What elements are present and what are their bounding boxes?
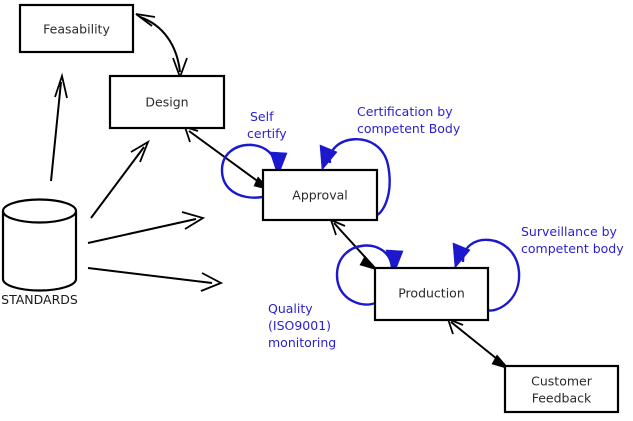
node-production-label: Production xyxy=(398,286,465,301)
node-design-label: Design xyxy=(145,95,188,110)
label-surveillance: Surveillance by competent body xyxy=(521,224,624,256)
edge-standards-approval-head xyxy=(181,211,206,230)
edge-feasability-design-head-start xyxy=(135,13,156,27)
node-customer-feedback[interactable]: Customer Feedback xyxy=(503,364,620,414)
edge-standards-feasability xyxy=(50,72,68,182)
loop-surveillance-arrowhead xyxy=(452,242,471,269)
loop-self-certify xyxy=(220,143,288,199)
loop-self-certify-arrowhead xyxy=(269,151,288,177)
label-quality-monitoring-line2: (ISO9001) xyxy=(268,318,331,333)
edge-design-approval-head-start xyxy=(183,125,199,143)
loop-certification-arc xyxy=(328,138,391,217)
loop-quality-monitoring-arrowhead xyxy=(385,249,404,275)
node-feasability-label: Feasability xyxy=(43,22,110,37)
node-approval[interactable]: Approval xyxy=(261,168,379,222)
node-standards[interactable]: STANDARDS xyxy=(1,198,78,308)
edge-approval-production-head-end xyxy=(359,255,378,271)
edge-standards-approval-line xyxy=(87,218,197,244)
edge-standards-production-head xyxy=(200,272,224,292)
label-quality-monitoring: Quality (ISO9001) monitoring xyxy=(268,301,336,350)
edge-production-customer-feedback xyxy=(446,317,510,370)
label-self-certify-line2: certify xyxy=(247,126,287,141)
label-quality-monitoring-line1: Quality xyxy=(268,301,313,316)
label-certification: Certification by competent Body xyxy=(357,104,461,136)
node-standards-label: STANDARDS xyxy=(1,292,78,307)
label-quality-monitoring-line3: monitoring xyxy=(268,335,336,350)
node-production[interactable]: Production xyxy=(373,266,490,322)
node-production-box[interactable] xyxy=(373,266,490,322)
node-feasability[interactable]: Feasability xyxy=(18,3,135,54)
edge-standards-approval xyxy=(87,211,206,244)
node-feasability-box[interactable] xyxy=(18,3,135,54)
edge-standards-design xyxy=(90,139,150,219)
loop-surveillance xyxy=(452,238,521,312)
node-customer-feedback-label-line1: Customer xyxy=(531,374,593,389)
label-certification-line1: Certification by xyxy=(357,104,453,119)
loop-certification-arrowhead xyxy=(319,144,338,171)
edge-standards-production-line xyxy=(87,267,213,284)
node-standards-cylinder-body[interactable] xyxy=(1,211,78,292)
node-approval-box[interactable] xyxy=(261,168,379,222)
node-design[interactable]: Design xyxy=(108,74,226,130)
label-surveillance-line1: Surveillance by xyxy=(521,224,618,239)
loop-quality-monitoring-arc xyxy=(335,244,394,306)
node-approval-label: Approval xyxy=(292,188,347,203)
label-self-certify-line1: Self xyxy=(250,109,274,124)
edge-standards-feasability-head xyxy=(54,72,68,99)
edge-standards-design-head xyxy=(130,139,150,163)
loop-certification xyxy=(319,138,391,217)
node-customer-feedback-box[interactable] xyxy=(503,364,620,414)
node-standards-cylinder-top[interactable] xyxy=(1,198,78,224)
loop-surveillance-arc xyxy=(461,238,521,312)
label-self-certify: Self certify xyxy=(247,109,287,141)
loop-self-certify-arc xyxy=(220,143,279,199)
label-surveillance-line2: competent body xyxy=(521,241,624,256)
edge-feasability-design-line xyxy=(139,16,181,73)
node-design-box[interactable] xyxy=(108,74,226,130)
edge-feasability-design xyxy=(135,13,188,80)
edge-design-approval-line xyxy=(188,130,268,189)
edge-standards-production xyxy=(87,267,224,292)
loop-quality-monitoring xyxy=(335,244,404,306)
edge-standards-design-line xyxy=(90,146,145,219)
node-customer-feedback-label-line2: Feedback xyxy=(532,391,592,406)
label-certification-line2: competent Body xyxy=(357,121,461,136)
edge-standards-feasability-line xyxy=(50,81,62,182)
